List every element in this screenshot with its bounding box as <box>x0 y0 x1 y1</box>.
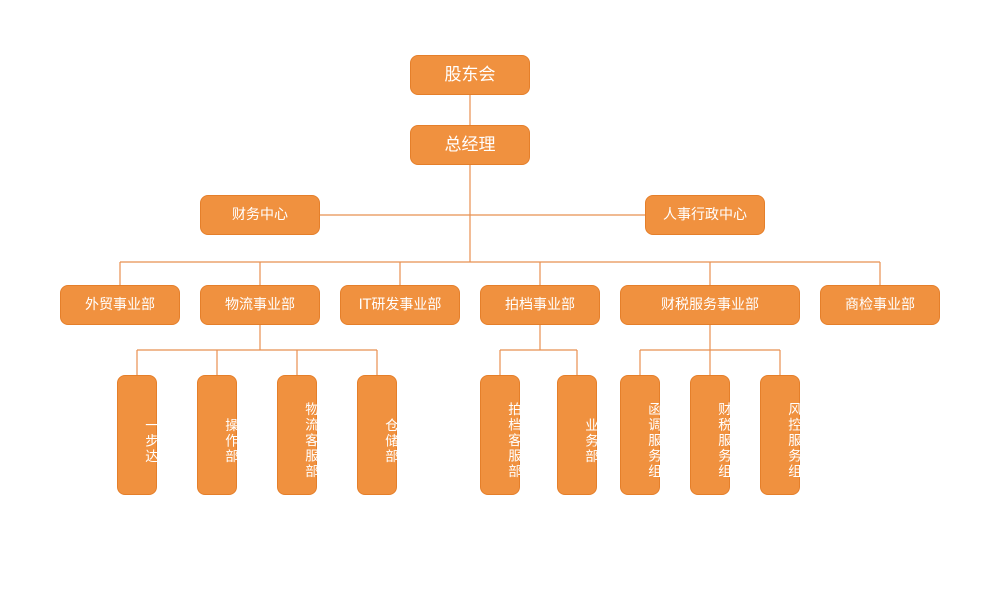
node-commodity-inspection: 商检事业部 <box>820 285 940 325</box>
node-business: 业务部 <box>557 375 598 495</box>
node-bidding-archive: 拍档事业部 <box>480 285 600 325</box>
node-logistics: 物流事业部 <box>200 285 320 325</box>
node-shareholders: 股东会 <box>410 55 530 95</box>
node-yibuda: 一步达 <box>117 375 158 495</box>
node-hr-admin-center: 人事行政中心 <box>645 195 765 235</box>
node-letter-inquiry: 函调服务组 <box>620 375 661 495</box>
node-finance-tax-service: 财税服务组 <box>690 375 731 495</box>
node-finance-center: 财务中心 <box>200 195 320 235</box>
node-risk-control: 风控服务组 <box>760 375 801 495</box>
node-tax-service: 财税服务事业部 <box>620 285 800 325</box>
node-bidding-cs: 拍档客服部 <box>480 375 521 495</box>
node-operations: 操作部 <box>197 375 238 495</box>
node-foreign-trade: 外贸事业部 <box>60 285 180 325</box>
node-logistics-cs: 物流客服部 <box>277 375 318 495</box>
node-general-manager: 总经理 <box>410 125 530 165</box>
node-warehouse: 仓储部 <box>357 375 398 495</box>
node-it-dev: IT研发事业部 <box>340 285 460 325</box>
